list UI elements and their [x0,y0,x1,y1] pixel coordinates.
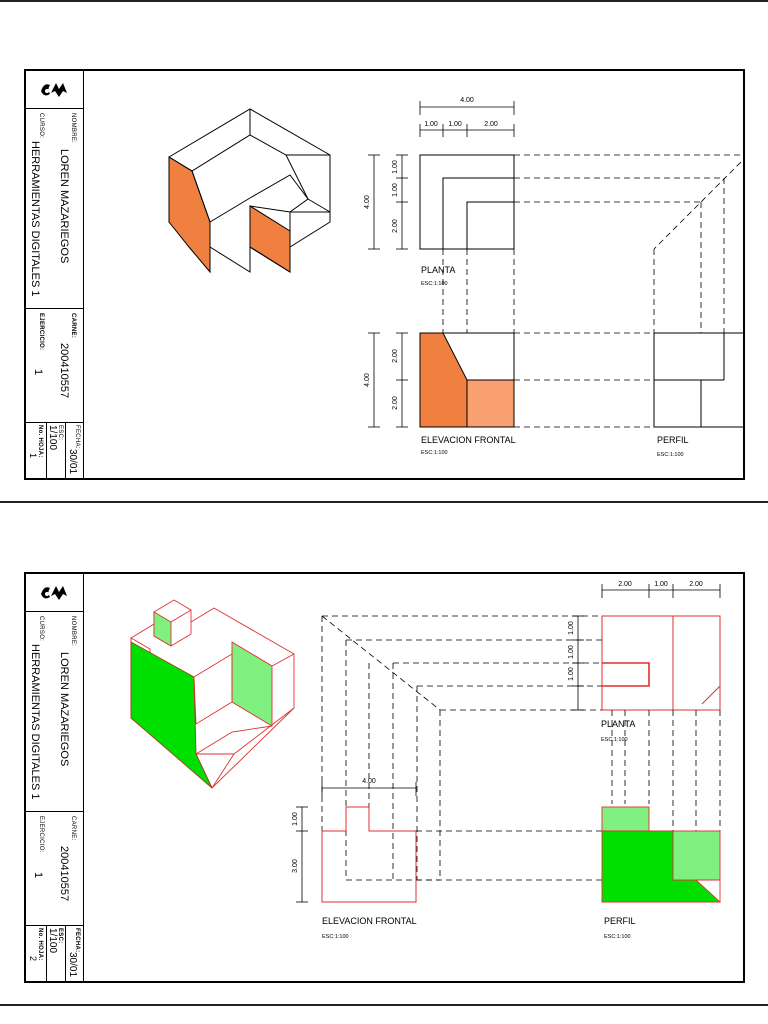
id-label: CARNE: [70,313,76,339]
profile-face-light [672,830,721,881]
iso-face-dark [130,641,213,789]
dim-plan-1: 1.00 [392,160,399,174]
date-value: 30/01 [67,449,78,475]
id-exercise-cell: CARNE: 200410557 EJERCICIO: 1 [26,812,84,926]
date-label: FECHA: [74,425,80,449]
dim-elev-1: 2.00 [392,349,399,363]
university-logo [26,574,84,612]
dim-elev-2: 3.00 [292,859,299,873]
course-name: HERRAMIENTAS DIGITALES 1 [29,141,41,297]
dim-plan-2: 1.00 [568,645,575,659]
side-title: PERFIL [604,916,636,926]
student-name: LOREN MAZARIEGOS [58,652,70,767]
dimension-elev [296,782,417,903]
front-title: ELEVACION FRONTAL [421,435,516,445]
plan-view [601,615,721,711]
drawing-sheet-1: NOMBRE: LOREN MAZARIEGOS CURSO: HERRAMIE… [24,69,745,480]
exercise-label: EJERCICIO: [38,816,44,853]
student-name: LOREN MAZARIEGOS [58,149,70,264]
course-name: HERRAMIENTAS DIGITALES 1 [29,644,41,800]
projection-lines [442,154,745,428]
dimension-top [601,584,721,598]
dimension-elev-left [368,332,408,428]
drawing-area: 2.00 1.00 2.00 PLANTA ESC:1:100 1.00 1.0… [130,581,722,940]
title-block: NOMBRE: LOREN MAZARIEGOS CURSO: HERRAMIE… [26,574,84,981]
front-scale: ESC:1:100 [322,934,349,940]
dim-width-3: 2.00 [484,121,498,128]
scale-date-cell: FECHA: 30/01 ESC: 1/100 No. HOJA: 1 [26,423,84,478]
iso-block-side [153,611,172,647]
plan-scale: ESC:1:100 [421,281,448,287]
sheet-number: 1 [28,453,38,459]
course-label: CURSO: [38,113,44,139]
dim-plan-3: 1.00 [568,667,575,681]
dim-elev-2: 2.00 [392,396,399,410]
side-profile [601,806,722,903]
side-scale: ESC:1:100 [604,934,631,940]
dim-width-1: 1.00 [424,121,438,128]
dim-elev-1: 1.00 [292,812,299,826]
isometric-view [168,108,331,274]
side-profile [653,332,745,428]
page-separator-2 [0,1004,768,1006]
name-label: NOMBRE: [70,616,76,647]
plan-scale: ESC:1:100 [601,737,628,743]
isometric-view [130,599,295,789]
dimension-top [419,101,515,137]
front-scale: ESC:1:100 [421,450,448,456]
dimension-plan-left [368,154,408,250]
dim-elev-total: 4.00 [364,373,371,387]
dim-elev-width: 4.00 [362,778,376,785]
exercise-label: EJERCICIO: [38,313,44,351]
scale-value: 1/100 [47,928,58,954]
profile-top-block [601,806,650,832]
dim-width-2: 1.00 [448,121,462,128]
dim-width-1: 2.00 [618,581,632,588]
side-title: PERFIL [657,435,689,445]
plan-title: PLANTA [601,719,635,729]
dim-plan-2: 1.00 [392,183,399,197]
scale-label: ESC: [57,928,63,944]
course-label: CURSO: [38,616,44,642]
name-label: NOMBRE: [70,113,76,144]
name-course-cell: NOMBRE: LOREN MAZARIEGOS CURSO: HERRAMIE… [26,109,84,309]
drawing-area: 4.00 1.00 1.00 2.00 PLANTA ESC:1:100 4.0… [168,97,745,458]
front-elevation [419,332,515,428]
dim-plan-total: 4.00 [364,195,371,209]
student-id: 200410557 [58,343,70,399]
sheet-label: No. HOJA: [37,928,43,961]
dim-width-3: 2.00 [689,581,703,588]
university-logo [26,71,84,109]
scale-label: ESC: [57,425,63,441]
exercise-number: 1 [32,369,44,376]
dim-total-width: 4.00 [460,97,474,104]
elev-face-light [466,379,515,428]
id-exercise-cell: CARNE: 200410557 EJERCICIO: 1 [26,309,84,423]
dim-plan-1: 1.00 [568,621,575,635]
student-id: 200410557 [58,846,70,902]
side-scale: ESC:1:100 [657,452,684,458]
date-value: 30/01 [67,952,78,978]
dim-width-2: 1.00 [654,581,668,588]
logo-icon [41,585,67,600]
dim-plan-3: 2.00 [392,219,399,233]
plan-view [419,154,515,250]
projection-lines [321,615,721,881]
front-title: ELEVACION FRONTAL [322,916,417,926]
scale-value: 1/100 [47,425,58,451]
front-elevation [321,806,417,903]
page-top-rule [0,0,768,2]
date-label: FECHA: [74,928,80,953]
scale-date-cell: FECHA: 30/01 ESC: 1/100 No. HOJA: 2 [26,926,84,981]
sheet-number: 2 [28,956,38,962]
exercise-number: 1 [32,872,44,879]
logo-icon [41,82,67,97]
sheet-label: No. HOJA: [37,425,43,458]
title-block: NOMBRE: LOREN MAZARIEGOS CURSO: HERRAMIE… [26,71,84,478]
drawing-sheet-2: NOMBRE: LOREN MAZARIEGOS CURSO: HERRAMIE… [24,572,745,983]
plan-title: PLANTA [421,265,455,275]
id-label: CARNE: [70,816,76,841]
name-course-cell: NOMBRE: LOREN MAZARIEGOS CURSO: HERRAMIE… [26,612,84,812]
page-separator-1 [0,501,768,503]
